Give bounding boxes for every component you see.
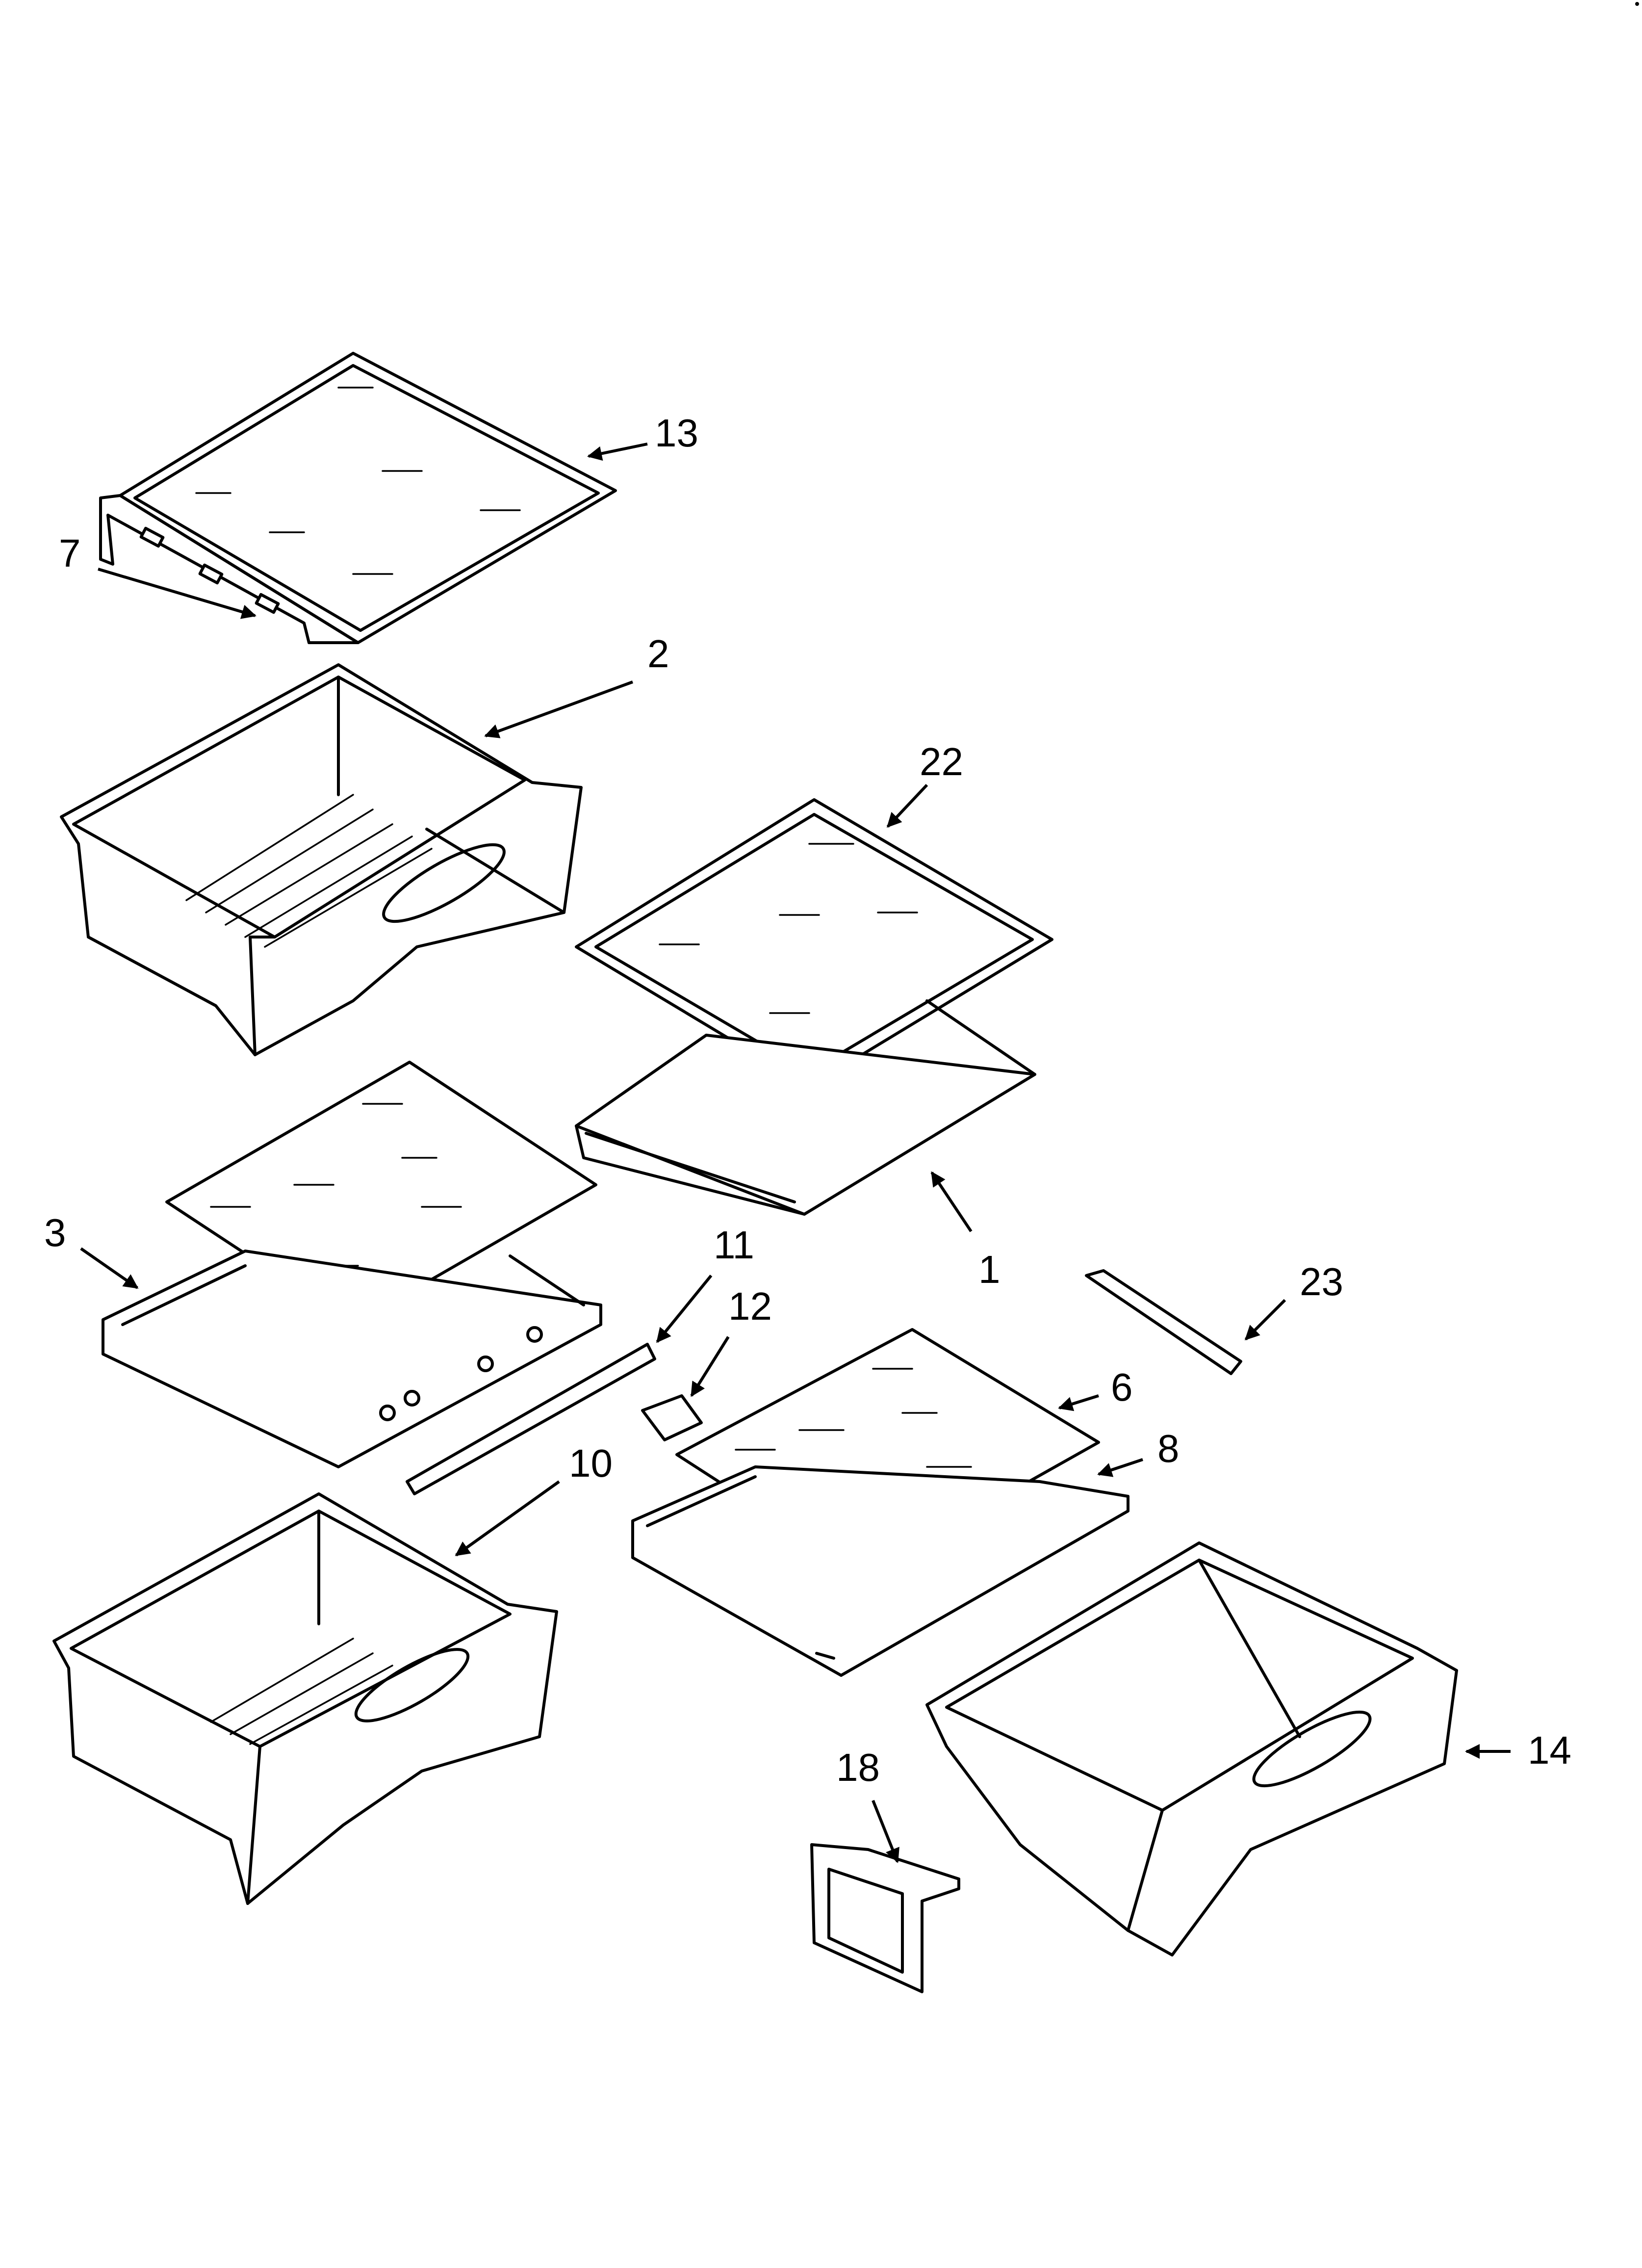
part-10-crisper-drawer (52, 1492, 558, 1905)
callout-18: 18 (836, 1746, 880, 1789)
callout-14: 14 (1528, 1728, 1571, 1772)
part-11-rail (406, 1343, 656, 1495)
callout-22: 22 (920, 740, 963, 783)
callout-6: 6 (1111, 1365, 1133, 1409)
part-23-bracket (1085, 1269, 1242, 1375)
callout-8: 8 (1157, 1427, 1180, 1470)
callout-23: 23 (1300, 1260, 1343, 1303)
part-22-glass-shelf (575, 798, 1053, 1088)
callout-13: 13 (655, 411, 698, 455)
part-18-label-card (810, 1843, 960, 1993)
callout-2: 2 (647, 632, 669, 676)
callout-1: 1 (978, 1248, 1001, 1291)
callout-labels: 13 2 22 7 3 1 11 12 23 6 8 10 14 18 (44, 411, 1571, 1789)
callout-3: 3 (44, 1211, 66, 1254)
callout-leaders (80, 443, 1511, 1863)
part-8-cover-frame (631, 1465, 1129, 1677)
part-13-shelf (99, 352, 617, 644)
callout-7: 7 (59, 531, 81, 575)
callout-12: 12 (728, 1284, 772, 1328)
part-1-shelf-frame (575, 999, 1036, 1216)
callout-10: 10 (569, 1441, 613, 1485)
part-14-crisper-drawer (925, 1541, 1458, 1956)
part-2-crisper-drawer (60, 663, 583, 1056)
part-12-clip (641, 1394, 703, 1441)
part-3-cover-frame (102, 1250, 602, 1468)
corner-mark (1635, 2, 1639, 6)
callout-11: 11 (714, 1223, 754, 1267)
